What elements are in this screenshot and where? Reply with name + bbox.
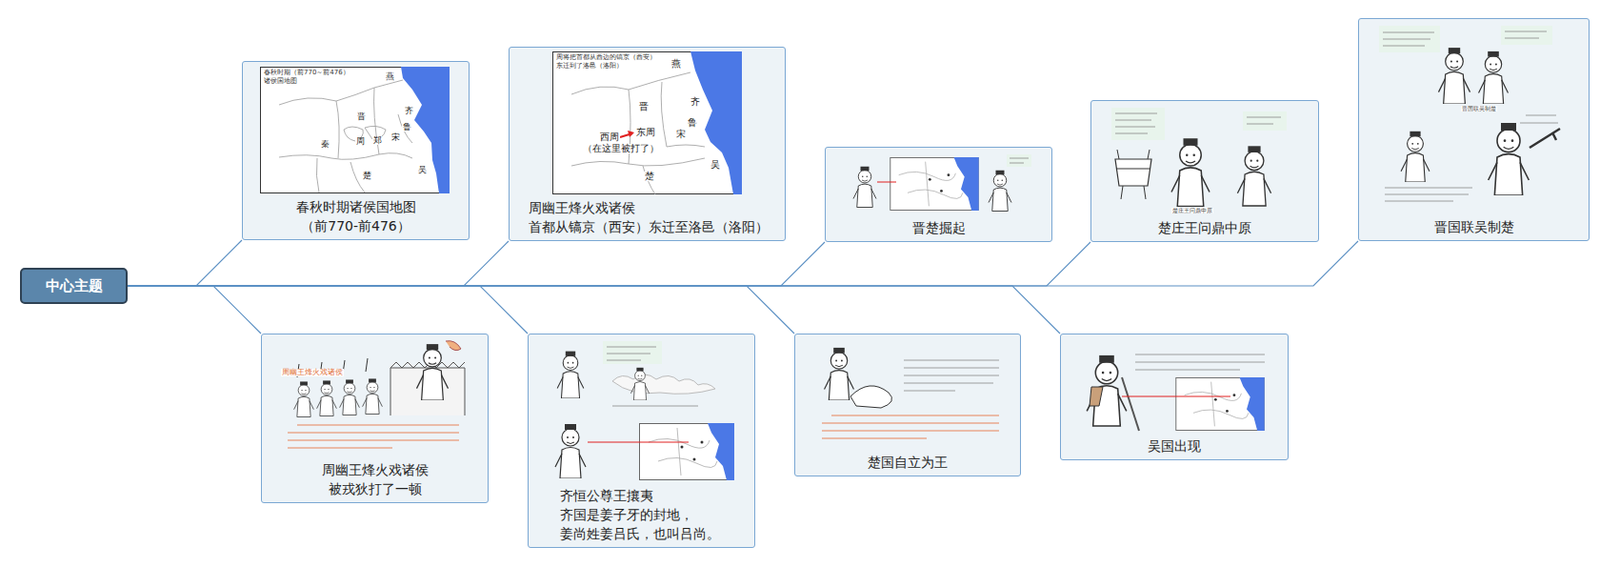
branch-line: [127, 285, 528, 334]
map-label: 春秋时期（前770～前476）: [262, 69, 351, 77]
topic-caption: 齐国是姜子牙的封地，: [560, 504, 751, 524]
topic-caption: 晋国联吴制楚: [1362, 217, 1585, 237]
topic-caption: 楚庄王问鼎中原: [1095, 218, 1315, 238]
branch-line: [127, 285, 261, 334]
branch-line: [127, 240, 1359, 286]
map-label: 吴: [709, 160, 721, 170]
topic-box: 楚国自立为王: [794, 333, 1021, 477]
jin-wu-comic: [1379, 25, 1560, 201]
topic-caption: 吴国出现: [1064, 436, 1284, 456]
topic-caption: 周幽王烽火戏诸侯: [265, 460, 484, 480]
ding-comic: [1111, 107, 1287, 207]
map-label: 晋: [638, 101, 650, 112]
map-label: 楚庄王问鼎中原: [1171, 207, 1214, 214]
map-label: 楚: [643, 171, 656, 181]
qi-comic: [555, 340, 735, 480]
topic-caption: 首都从镐京（西安）东迁至洛邑（洛阳）: [528, 217, 781, 237]
map-label: （在这里被打了）: [581, 143, 660, 154]
map-label: 东迁到了洛邑（洛阳）: [555, 62, 624, 70]
beacon-comic: [287, 340, 465, 448]
topic-caption: 晋楚掘起: [829, 218, 1048, 238]
jin-chu-comic: [853, 154, 1032, 212]
map-label: 诸侯国地图: [262, 78, 299, 85]
map-label: 燕: [670, 59, 682, 69]
map-label: 齐: [403, 106, 415, 116]
map-label: 周幽王烽火戏诸侯: [280, 368, 344, 377]
capital-move-map: [553, 51, 743, 195]
map-label: 秦: [320, 140, 331, 149]
topic-caption: （前770-前476）: [246, 216, 465, 236]
branch-line: [127, 240, 509, 286]
map-label: 晋: [356, 112, 367, 121]
branch-line: [127, 240, 242, 286]
central-topic: 中心主题: [20, 267, 128, 304]
map-label: 鲁: [686, 118, 699, 128]
topic-box: 周幽王烽火戏诸侯被戎狄打了一顿: [260, 333, 489, 503]
feudal-map: [260, 66, 451, 194]
topic-title: 中心主题: [45, 276, 103, 296]
map-label: 吴: [417, 165, 428, 175]
map-label: 燕: [384, 72, 396, 81]
branch-line: [127, 241, 1091, 286]
topic-caption: 春秋时期诸侯国地图: [246, 197, 465, 217]
map-label: 郑: [372, 136, 383, 145]
chu-king-comic: [821, 347, 1000, 439]
branch-line: [127, 241, 825, 286]
map-label: 周: [355, 137, 366, 146]
map-label: 宋: [675, 129, 687, 140]
map-label: 西周: [599, 132, 620, 142]
branch-line: [127, 285, 1060, 334]
branch-line: [127, 285, 795, 334]
topic-caption: 姜尚姓姜吕氏，也叫吕尚。: [560, 523, 751, 543]
map-label: 鲁: [401, 122, 413, 132]
wu-comic: [1086, 354, 1265, 431]
map-label: 晋国联吴制楚: [1460, 105, 1498, 112]
map-label: 东周: [635, 127, 657, 138]
topic-caption: 周幽王烽火戏诸侯: [528, 198, 781, 218]
map-label: 楚: [361, 171, 373, 180]
topic-caption: 楚国自立为王: [799, 452, 1017, 472]
map-label: 齐: [689, 97, 701, 107]
topic-caption: 齐恒公尊王攘夷: [560, 485, 751, 505]
map-label: 宋: [390, 133, 401, 142]
topic-caption: 被戎狄打了一顿: [265, 479, 484, 499]
map-label: 周将把首都从西边的镐京（西安）: [555, 54, 658, 61]
